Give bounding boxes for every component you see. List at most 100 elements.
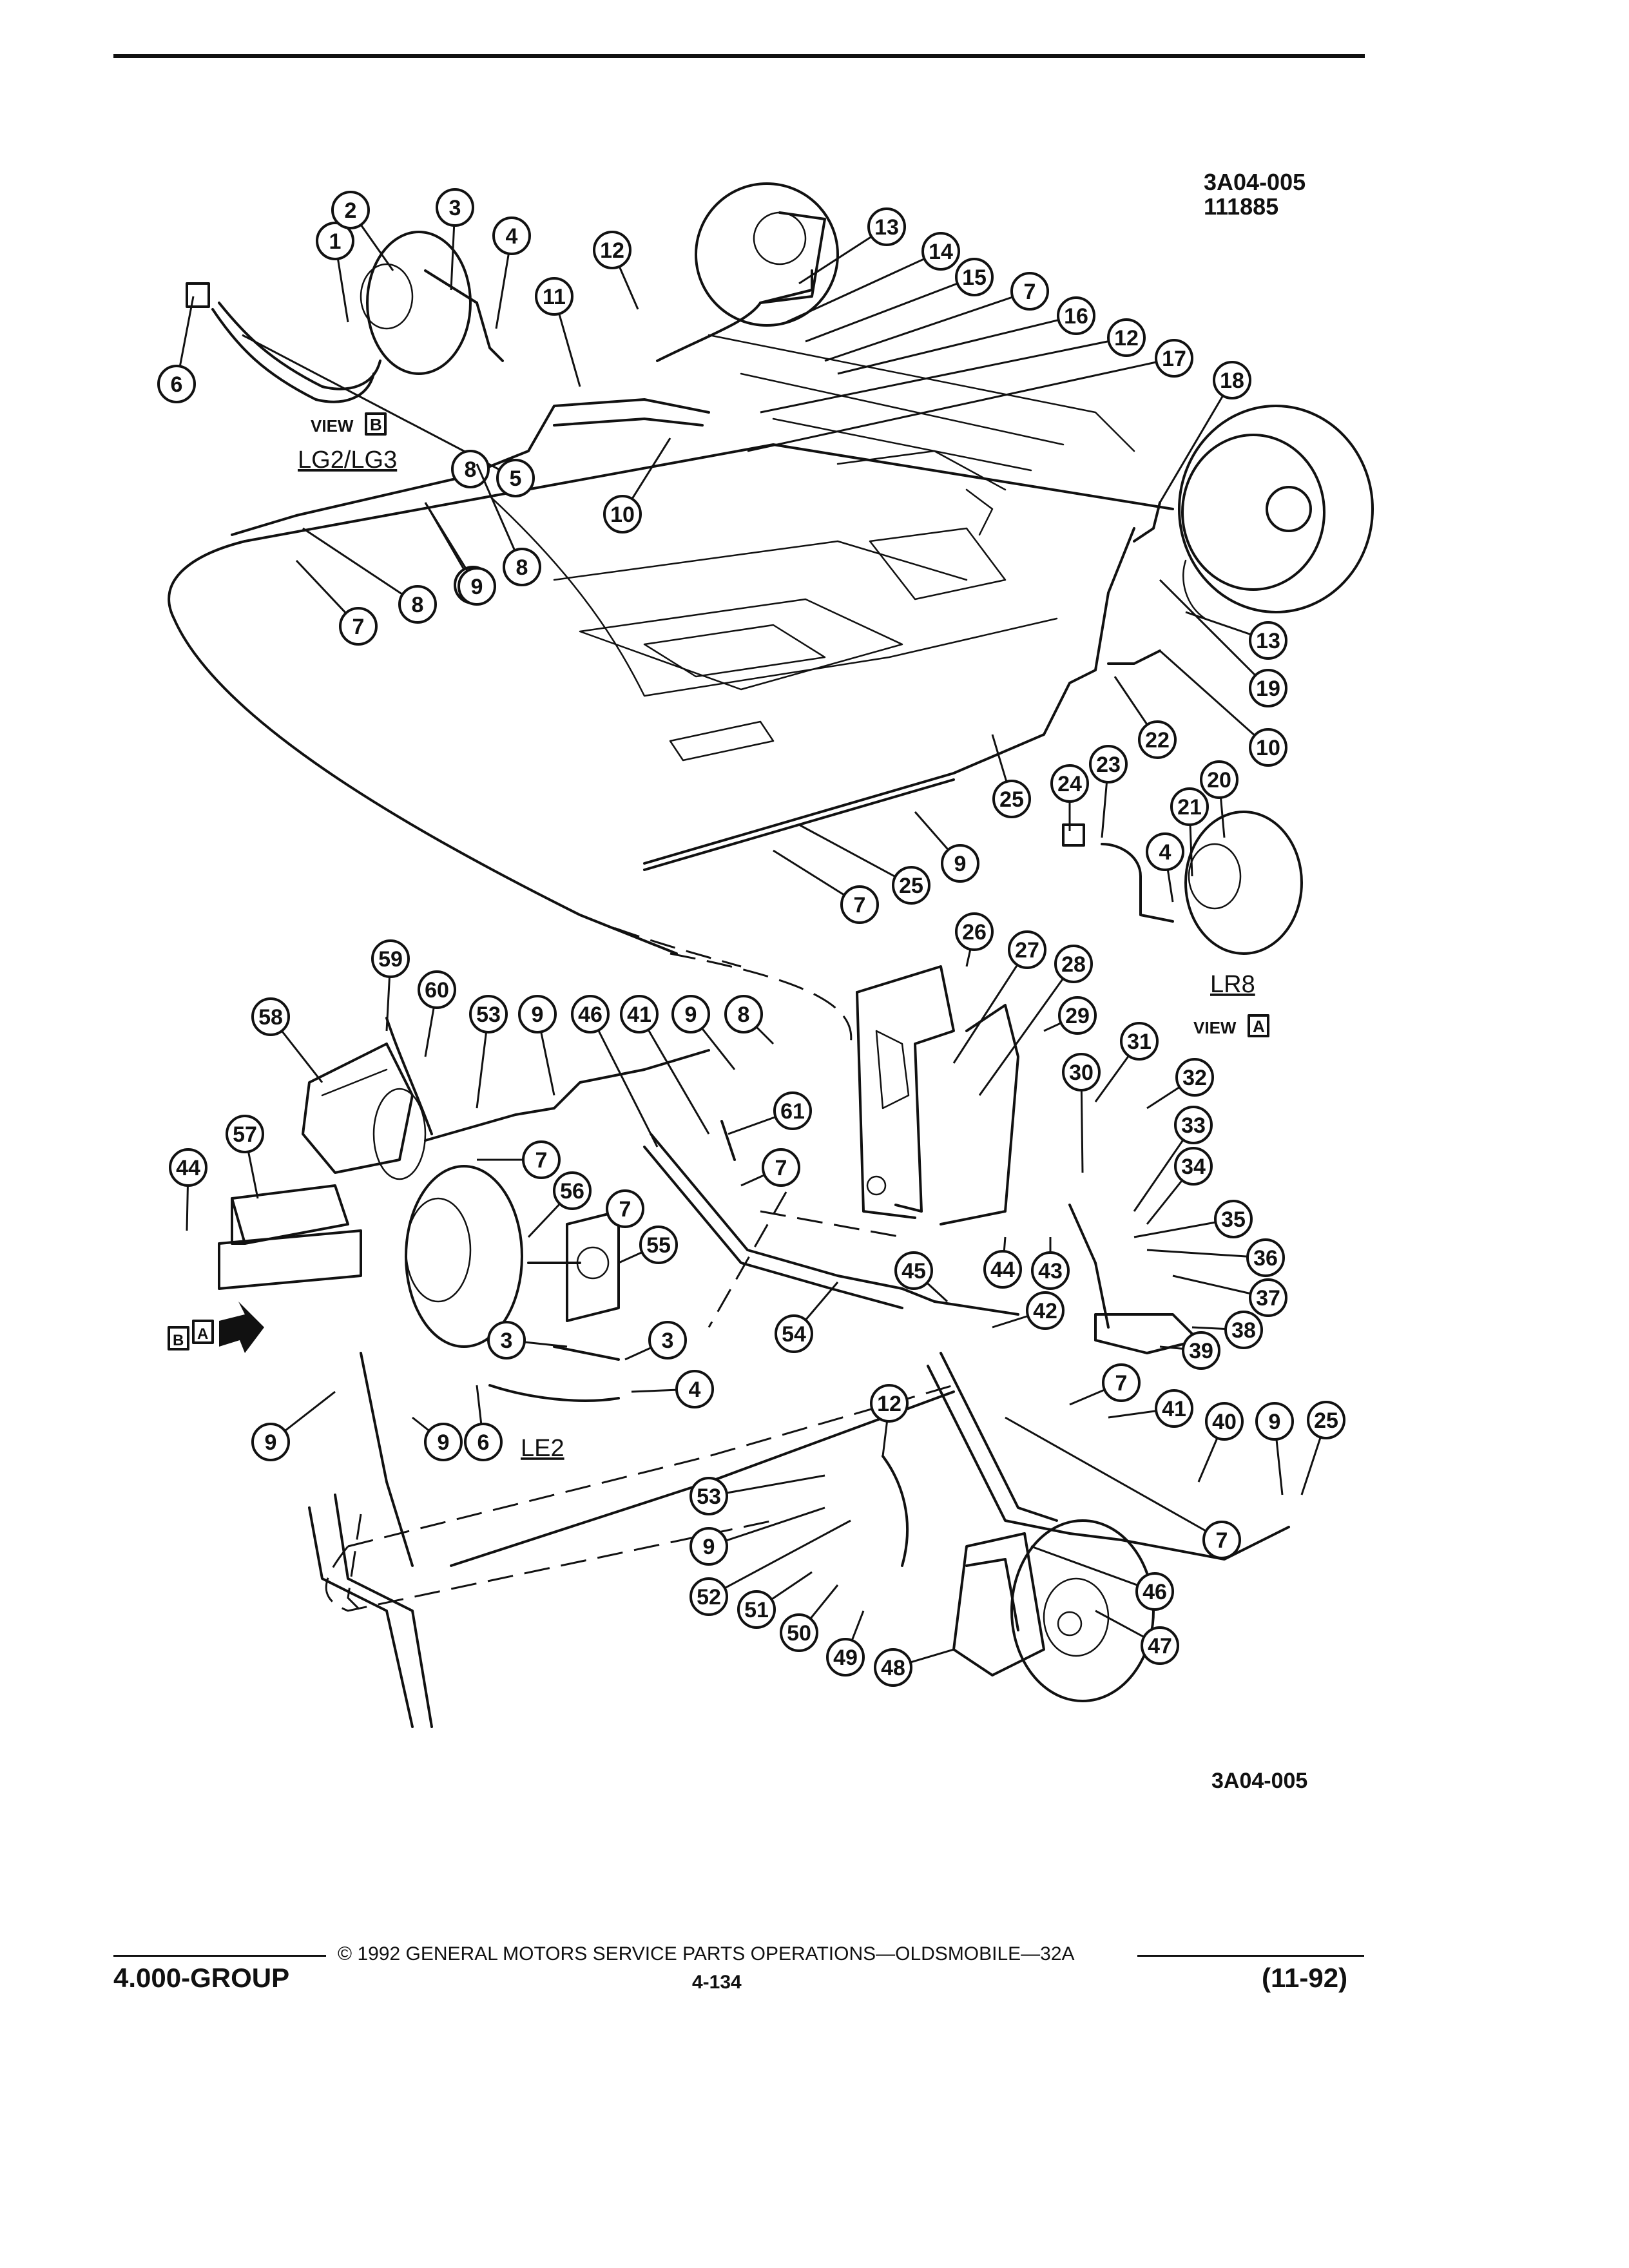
- callout-8: 8: [451, 450, 490, 488]
- callout-46: 46: [571, 995, 610, 1033]
- callout-9: 9: [424, 1423, 463, 1461]
- svg-text:10: 10: [1256, 736, 1280, 760]
- footer-group: 4.000-GROUP: [113, 1963, 290, 1993]
- svg-text:34: 34: [1181, 1155, 1206, 1179]
- callout-1: 1: [316, 222, 354, 260]
- figure-code: 3A04-005: [1204, 169, 1306, 195]
- callout-4: 4: [1146, 832, 1184, 871]
- callout-9: 9: [671, 995, 710, 1033]
- svg-text:9: 9: [438, 1430, 450, 1455]
- svg-text:12: 12: [877, 1392, 901, 1416]
- callout-leader: [1159, 579, 1269, 689]
- callout-39: 39: [1182, 1331, 1220, 1370]
- callout-leader: [1159, 380, 1233, 503]
- vacuum-booster-view-b: [186, 231, 504, 403]
- callout-40: 40: [1205, 1402, 1244, 1441]
- callout-9: 9: [941, 844, 979, 883]
- svg-text:53: 53: [476, 1003, 501, 1027]
- svg-text:3: 3: [449, 196, 461, 220]
- svg-text:46: 46: [1142, 1580, 1167, 1604]
- label-view-a: VIEW: [1193, 1018, 1237, 1037]
- svg-text:26: 26: [962, 920, 987, 945]
- callout-42: 42: [1026, 1291, 1065, 1330]
- callout-leader: [760, 336, 1127, 414]
- svg-text:27: 27: [1015, 938, 1039, 963]
- footer-figure-code: 3A04-005: [1211, 1769, 1308, 1793]
- svg-text:47: 47: [1148, 1634, 1172, 1658]
- callout-10: 10: [603, 495, 642, 533]
- svg-text:6: 6: [477, 1430, 490, 1455]
- callout-leader: [837, 314, 1077, 375]
- callout-9: 9: [518, 995, 557, 1033]
- callout-45: 45: [894, 1251, 933, 1290]
- svg-text:59: 59: [378, 947, 403, 972]
- callout-leader: [1146, 1249, 1266, 1259]
- arrow-label-a: A: [197, 1325, 208, 1343]
- svg-text:16: 16: [1064, 304, 1088, 329]
- svg-text:53: 53: [697, 1485, 721, 1509]
- svg-text:60: 60: [425, 978, 449, 1003]
- svg-text:46: 46: [578, 1003, 602, 1027]
- callout-13: 13: [1249, 621, 1287, 660]
- callout-6: 6: [464, 1423, 503, 1461]
- callout-7: 7: [1102, 1363, 1141, 1402]
- callout-5: 5: [496, 459, 535, 497]
- svg-text:29: 29: [1065, 1004, 1090, 1028]
- svg-text:22: 22: [1145, 728, 1170, 753]
- svg-text:57: 57: [233, 1122, 257, 1147]
- callout-leader: [708, 1474, 825, 1497]
- svg-text:18: 18: [1220, 369, 1244, 393]
- svg-text:8: 8: [412, 593, 424, 617]
- svg-text:8: 8: [465, 457, 477, 482]
- svg-text:10: 10: [610, 503, 635, 527]
- callout-12: 12: [870, 1384, 909, 1423]
- svg-text:30: 30: [1069, 1061, 1094, 1085]
- svg-text:54: 54: [782, 1322, 806, 1347]
- svg-text:41: 41: [627, 1003, 651, 1027]
- svg-text:15: 15: [962, 265, 987, 290]
- callout-41: 41: [1155, 1389, 1193, 1428]
- callout-leader: [952, 949, 1028, 1064]
- callout-8: 8: [398, 585, 437, 624]
- callout-17: 17: [1155, 339, 1193, 378]
- front-caliper-left: [302, 1017, 433, 1180]
- callout-61: 61: [773, 1091, 812, 1130]
- callout-4: 4: [675, 1370, 714, 1408]
- callout-51: 51: [737, 1590, 776, 1629]
- svg-text:3: 3: [662, 1329, 674, 1353]
- svg-text:9: 9: [532, 1003, 544, 1027]
- callout-25: 25: [992, 780, 1031, 818]
- footer-copyright: © 1992 GENERAL MOTORS SERVICE PARTS OPER…: [338, 1943, 1075, 1965]
- callout-leader: [978, 963, 1075, 1096]
- svg-text:50: 50: [787, 1621, 811, 1646]
- svg-text:44: 44: [990, 1258, 1015, 1282]
- svg-text:7: 7: [1115, 1371, 1128, 1396]
- svg-text:7: 7: [854, 893, 866, 918]
- label-le2: LE2: [521, 1435, 564, 1462]
- svg-text:5: 5: [510, 466, 522, 491]
- callout-leader: [302, 527, 418, 606]
- label-view-b: VIEW: [311, 416, 354, 436]
- svg-text:17: 17: [1162, 347, 1186, 371]
- svg-text:39: 39: [1189, 1339, 1213, 1363]
- svg-text:52: 52: [697, 1585, 721, 1610]
- upper-brake-lines: [231, 269, 1161, 871]
- callout-9: 9: [689, 1527, 728, 1566]
- svg-text:6: 6: [171, 372, 183, 397]
- callout-7: 7: [762, 1148, 800, 1187]
- callout-7: 7: [339, 607, 378, 646]
- callout-25: 25: [1307, 1401, 1345, 1439]
- footer-rule-left: [113, 1955, 326, 1957]
- callout-44: 44: [169, 1148, 207, 1187]
- svg-text:3: 3: [501, 1329, 513, 1353]
- callout-28: 28: [1054, 945, 1093, 983]
- svg-text:44: 44: [176, 1156, 200, 1180]
- callout-44: 44: [983, 1250, 1022, 1289]
- svg-text:36: 36: [1253, 1246, 1278, 1271]
- label-lg2-lg3: LG2/LG3: [298, 447, 397, 474]
- callout-54: 54: [775, 1314, 813, 1353]
- svg-text:7: 7: [1216, 1528, 1228, 1553]
- callout-3: 3: [436, 188, 474, 227]
- svg-text:35: 35: [1221, 1207, 1246, 1232]
- callout-8: 8: [724, 995, 763, 1033]
